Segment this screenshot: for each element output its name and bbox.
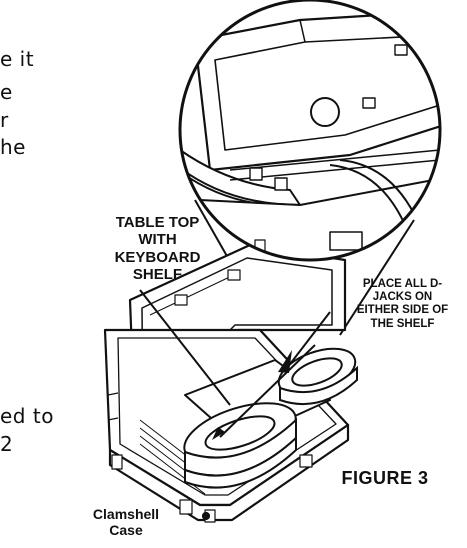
text-fragment-1: e it	[0, 47, 35, 71]
text-fragment-2: e	[0, 80, 13, 104]
label-djacks: PLACE ALL D- JACKS ON EITHER SIDE OF THE…	[340, 278, 465, 331]
text-fragment-6: 2	[0, 432, 14, 456]
label-djacks-line3: EITHER SIDE OF	[356, 304, 449, 317]
figure-caption: FIGURE 3	[341, 468, 429, 488]
label-table-top: TABLE TOP WITH KEYBOARD SHELF	[100, 214, 215, 283]
label-clamshell-line2: Case	[109, 522, 143, 539]
text-fragment-5: ed to	[0, 404, 54, 428]
label-djacks-line2: JACKS ON	[372, 291, 433, 304]
label-table-top-line4: SHELF	[132, 265, 183, 283]
text-fragment-4: he	[0, 135, 26, 159]
label-clamshell-case: Clamshell Case	[76, 506, 176, 538]
label-clamshell-line1: Clamshell	[92, 506, 160, 522]
label-table-top-line1: TABLE TOP	[115, 214, 200, 231]
label-table-top-line3: KEYBOARD	[114, 248, 201, 266]
label-djacks-line1: PLACE ALL D-	[362, 278, 443, 290]
leader-lines	[139, 289, 316, 438]
label-table-top-line2: WITH	[138, 231, 177, 249]
magnifier-circle	[178, 0, 442, 262]
label-djacks-line4: THE SHELF	[370, 317, 435, 330]
text-fragment-3: r	[0, 108, 9, 132]
